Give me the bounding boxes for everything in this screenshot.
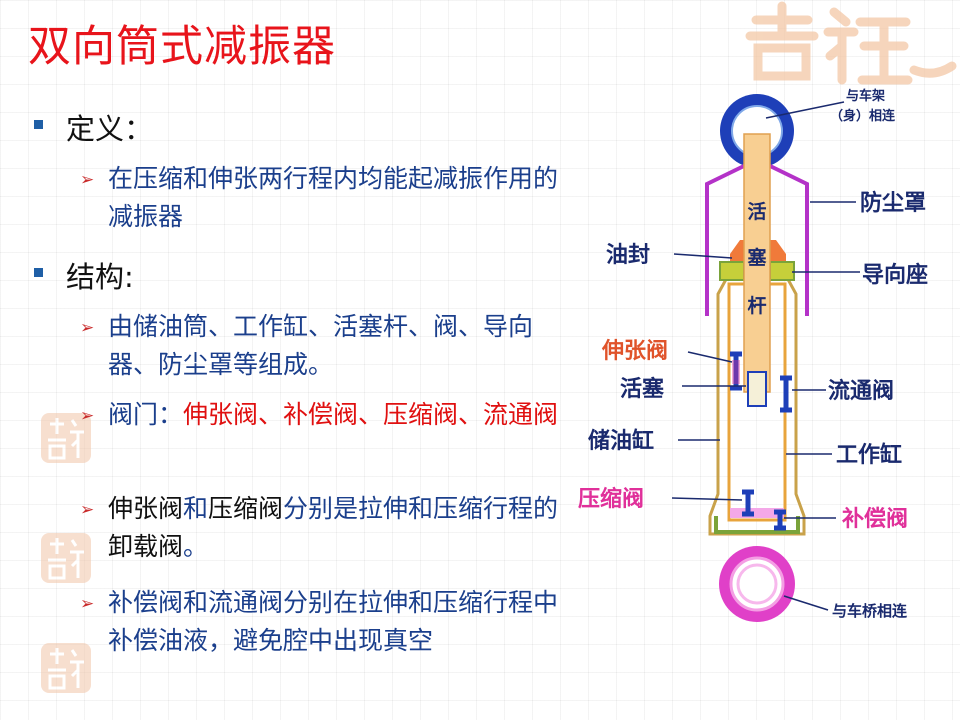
label-compression-valve: 压缩阀	[578, 486, 644, 512]
compensation-item: 补偿阀和流通阀分别在拉伸和压缩行程中补偿油液，避免腔中出现真空	[108, 584, 578, 660]
rod-char: 杆	[747, 294, 766, 317]
arrow-bullet-icon: ➢	[80, 318, 95, 338]
arrow-bullet-icon: ➢	[80, 170, 95, 190]
seal-stamp	[41, 643, 91, 693]
valves-item: 阀门：伸张阀、补偿阀、压缩阀、流通阀	[108, 396, 578, 434]
shock-absorber-diagram: 活 塞 杆 与车架 （身）相连 防尘罩 油封 导向座 伸张阀 活塞 流通阀 储油…	[578, 88, 928, 622]
label-compensation-valve: 补偿阀	[841, 506, 908, 532]
text-run: 在压缩和伸张两行程内均能起减振作用的减振器	[108, 164, 559, 231]
arrow-bullet-icon: ➢	[80, 406, 95, 426]
valve-plate	[730, 508, 784, 518]
definition-heading: 定义：	[66, 112, 154, 146]
label-oil-seal: 油封	[606, 242, 650, 268]
flow-valve	[780, 375, 792, 413]
bullet-icon	[34, 268, 43, 277]
bullet-icon	[34, 120, 43, 129]
label-reservoir: 储油缸	[588, 428, 654, 454]
piston	[747, 371, 767, 407]
text-run: 和	[183, 494, 209, 523]
unload-valves-item: 伸张阀和压缩阀分别是拉伸和压缩行程的卸载阀。	[108, 490, 578, 566]
text-run: 阀门：	[108, 400, 184, 429]
text-run: 压缩阀	[208, 494, 284, 523]
label-top-mount: 与车架	[846, 88, 885, 104]
rod-char: 活	[747, 200, 766, 223]
logo-text: 吉祥	[750, 58, 752, 61]
text-run: 由储油筒、工作缸、活塞杆、阀、导向器、防尘罩等组成。	[108, 312, 534, 379]
arrow-bullet-icon: ➢	[80, 594, 95, 614]
rod-char: 塞	[747, 246, 767, 269]
compensation-valve	[774, 509, 786, 531]
seal-stamp	[41, 533, 91, 583]
text-run: 伸张阀、补偿阀、压缩阀、流通阀	[183, 400, 559, 429]
text-run: 分别是拉伸和压缩行程的	[283, 494, 559, 523]
definition-text: 在压缩和伸张两行程内均能起减振作用的减振器	[108, 160, 578, 236]
arrow-bullet-icon: ➢	[80, 500, 95, 520]
brand-logo: 吉祥	[745, 1, 957, 85]
label-top-mount: （身）相连	[830, 108, 896, 124]
structure-item: 由储油筒、工作缸、活塞杆、阀、导向器、防尘罩等组成。	[108, 308, 578, 384]
text-run: 卸载阀	[108, 532, 184, 561]
label-flow-valve: 流通阀	[828, 378, 894, 404]
label-dust-cover: 防尘罩	[860, 190, 926, 216]
structure-heading: 结构:	[66, 260, 134, 294]
guide-seat	[719, 261, 745, 281]
label-piston: 活塞	[620, 376, 665, 402]
rebound-valve	[730, 351, 742, 391]
label-working-cylinder: 工作缸	[836, 442, 902, 468]
seal-stamp	[41, 413, 91, 463]
label-guide-seat: 导向座	[862, 262, 928, 288]
page-title: 双向筒式减振器	[28, 22, 336, 72]
text-run: 补偿阀和流通阀分别在拉伸和压缩行程中补偿油液，避免腔中出现真空	[108, 588, 559, 655]
compression-valve	[742, 489, 754, 517]
label-bottom-mount: 与车桥相连	[832, 602, 908, 620]
piston-rod	[743, 133, 771, 393]
label-rebound-valve: 伸张阀	[601, 338, 668, 364]
text-run: 伸张阀	[108, 494, 184, 523]
text-run: 。	[183, 532, 209, 561]
